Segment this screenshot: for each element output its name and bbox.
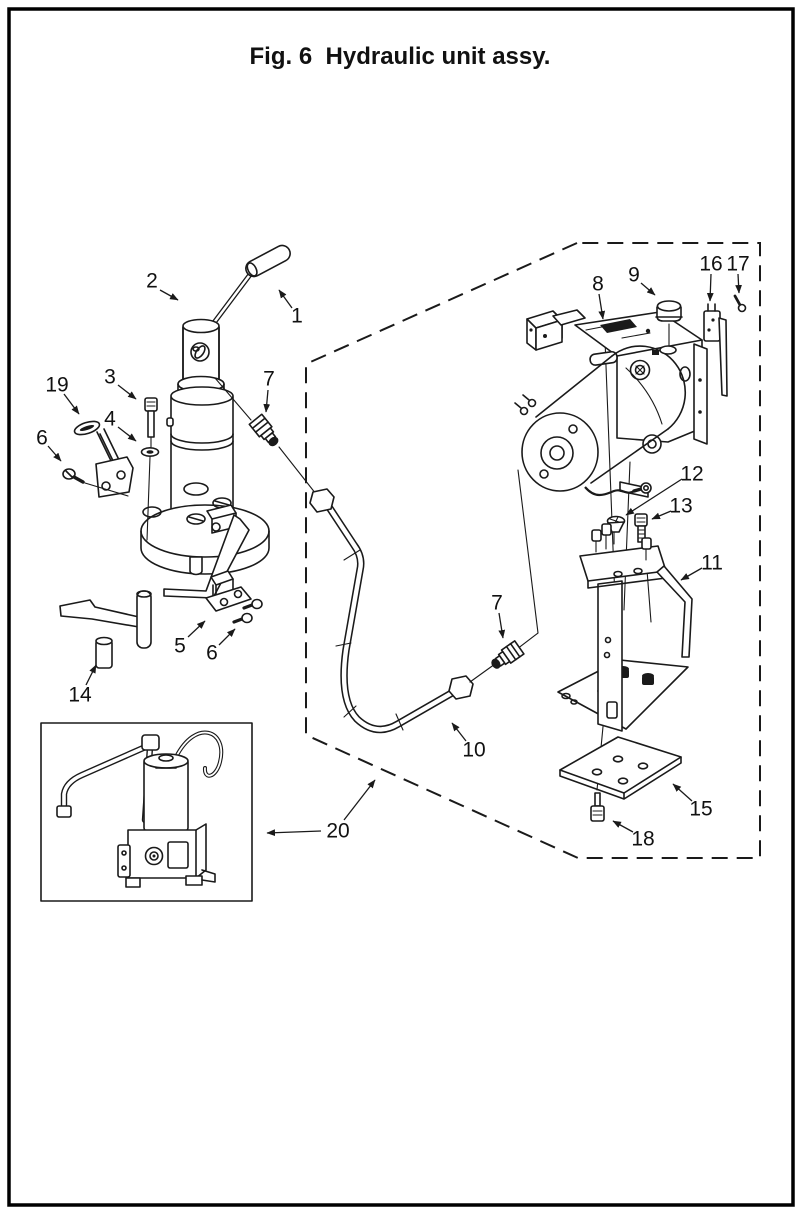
part-label-8: 8 <box>592 273 604 296</box>
motor <box>514 345 686 498</box>
part-label-11: 11 <box>701 552 723 575</box>
part-label-17: 17 <box>726 253 749 276</box>
part-label-14: 14 <box>68 684 92 707</box>
plate-screws <box>591 523 652 561</box>
part-label-7-upper: 7 <box>263 368 275 391</box>
figure-title: Fig. 6 Hydraulic unit assy. <box>250 43 551 70</box>
callout-10: 10 <box>451 722 486 762</box>
motor-terminals <box>514 394 537 416</box>
hose-nut-lower <box>448 675 474 700</box>
part-label-18: 18 <box>631 828 654 851</box>
rubber-bumpers <box>617 666 654 685</box>
callout-16: 16 <box>699 253 723 302</box>
handle-grip <box>245 244 291 278</box>
bracket-11-drawing <box>557 523 693 732</box>
switch-16-drawing <box>703 303 728 397</box>
part-label-5: 5 <box>174 635 186 658</box>
callout-19: 19 <box>45 374 80 415</box>
part-label-6-right: 6 <box>206 642 218 665</box>
part-label-20: 20 <box>326 820 349 843</box>
callout-9: 9 <box>628 264 656 296</box>
callout-7-upper: 7 <box>263 368 275 413</box>
callout-4: 4 <box>104 408 137 442</box>
pump-head <box>526 309 586 351</box>
screw-13-drawing <box>634 513 648 543</box>
part-label-10: 10 <box>462 739 485 762</box>
part-label-12: 12 <box>680 463 703 486</box>
callout-1: 1 <box>278 289 303 328</box>
page-border <box>7 7 795 1207</box>
clip-19-drawing <box>73 420 134 498</box>
callouts: 1 2 3 4 19 6 7 5 <box>36 253 750 851</box>
part-label-9: 9 <box>628 264 640 287</box>
hose-nut-upper <box>309 488 335 513</box>
screw-17-drawing <box>733 294 747 313</box>
bolt-3-drawing <box>144 397 158 448</box>
callout-12: 12 <box>625 463 704 516</box>
screw-18-drawing <box>590 792 605 822</box>
inset-box <box>40 722 253 902</box>
callout-17: 17 <box>726 253 750 294</box>
callout-5: 5 <box>174 620 206 658</box>
callout-13: 13 <box>651 495 693 520</box>
mount-strip <box>163 514 250 599</box>
callout-14: 14 <box>68 664 97 707</box>
callout-2: 2 <box>146 270 179 301</box>
pump-unit-assembly <box>514 294 747 822</box>
part-label-2: 2 <box>146 270 158 293</box>
callout-18: 18 <box>612 820 655 851</box>
callout-11: 11 <box>680 552 723 581</box>
part-label-19: 19 <box>45 374 68 397</box>
callout-3: 3 <box>104 366 137 400</box>
callout-6-right: 6 <box>206 628 236 665</box>
part-label-15: 15 <box>689 798 712 821</box>
ground-wire <box>584 482 652 497</box>
bracket-5-drawing <box>205 570 252 612</box>
inset-assembly <box>56 730 224 888</box>
part-label-7-lower: 7 <box>491 592 503 615</box>
callout-8: 8 <box>592 273 606 320</box>
part-label-1: 1 <box>291 305 303 328</box>
group-boundary-dashed <box>305 242 761 859</box>
cylinder-plunger <box>182 318 220 384</box>
cylinder-assembly <box>59 244 291 669</box>
callout-6-left: 6 <box>36 427 62 462</box>
lever-14-drawing <box>59 590 152 669</box>
callout-7-lower: 7 <box>491 592 506 639</box>
part-label-13: 13 <box>669 495 692 518</box>
part-label-16: 16 <box>699 253 722 276</box>
plate-15-drawing <box>559 736 682 800</box>
washer-4-drawing <box>140 446 160 541</box>
valve-block <box>574 311 708 454</box>
part-label-3: 3 <box>104 366 116 389</box>
cap-9-drawing <box>655 300 683 355</box>
hose-and-fittings <box>214 377 539 734</box>
callout-15: 15 <box>672 783 713 821</box>
part-label-6-left: 6 <box>36 427 48 450</box>
screws-6-right-drawing <box>232 598 263 624</box>
callout-20: 20 <box>266 779 376 843</box>
part-label-4: 4 <box>104 408 116 431</box>
cylinder-body <box>166 386 234 509</box>
screw-6-left-drawing <box>62 468 129 497</box>
hose-10-drawing <box>309 488 474 734</box>
